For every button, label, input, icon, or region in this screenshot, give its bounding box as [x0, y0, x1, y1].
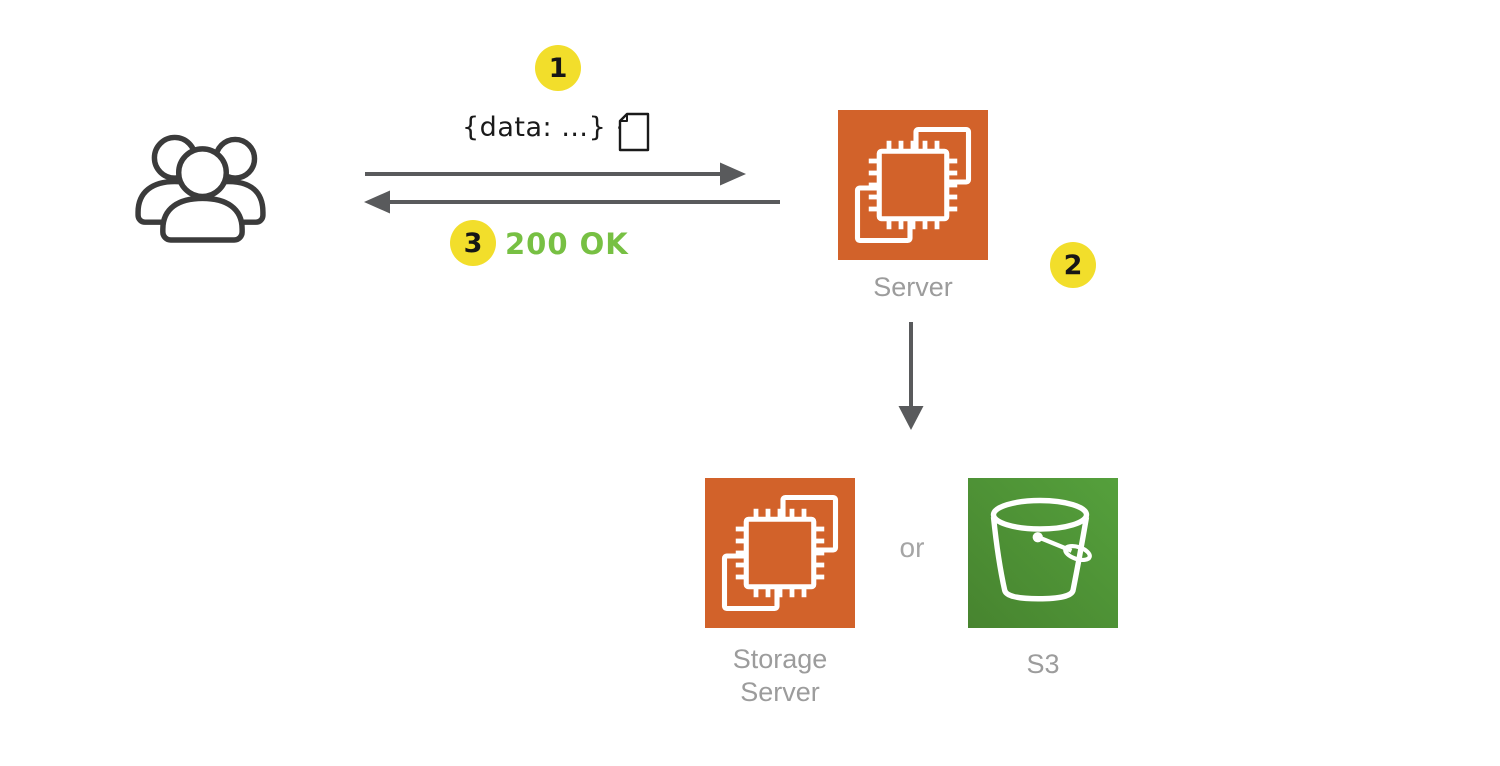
users-icon: [135, 134, 266, 243]
s3-bucket-icon: [968, 478, 1118, 628]
storage-arrow: [898, 322, 924, 430]
request-arrow: [365, 162, 746, 186]
step-badge-2-number: 2: [1063, 249, 1083, 281]
response-arrow: [364, 190, 780, 214]
step-badge-1-number: 1: [548, 52, 568, 84]
step-badge-3-number: 3: [463, 227, 483, 259]
step-badge-2: 2: [1050, 242, 1096, 288]
storage-server-label: Storage Server: [680, 643, 880, 709]
response-status-label: 200 OK: [505, 227, 629, 261]
server-ec2-icon: [838, 110, 988, 260]
server-label: Server: [873, 272, 953, 302]
s3-label: S3: [1026, 649, 1060, 679]
request-payload-label: {data: …} +: [462, 112, 639, 143]
storage-server-label-line1: Storage: [732, 644, 828, 674]
step-badge-3: 3: [450, 220, 496, 266]
storage-server-label-line2: Server: [740, 677, 820, 707]
storage-server-ec2-icon: [705, 478, 855, 628]
document-icon: [618, 112, 650, 152]
step-badge-1: 1: [535, 45, 581, 91]
or-label: or: [899, 532, 925, 563]
